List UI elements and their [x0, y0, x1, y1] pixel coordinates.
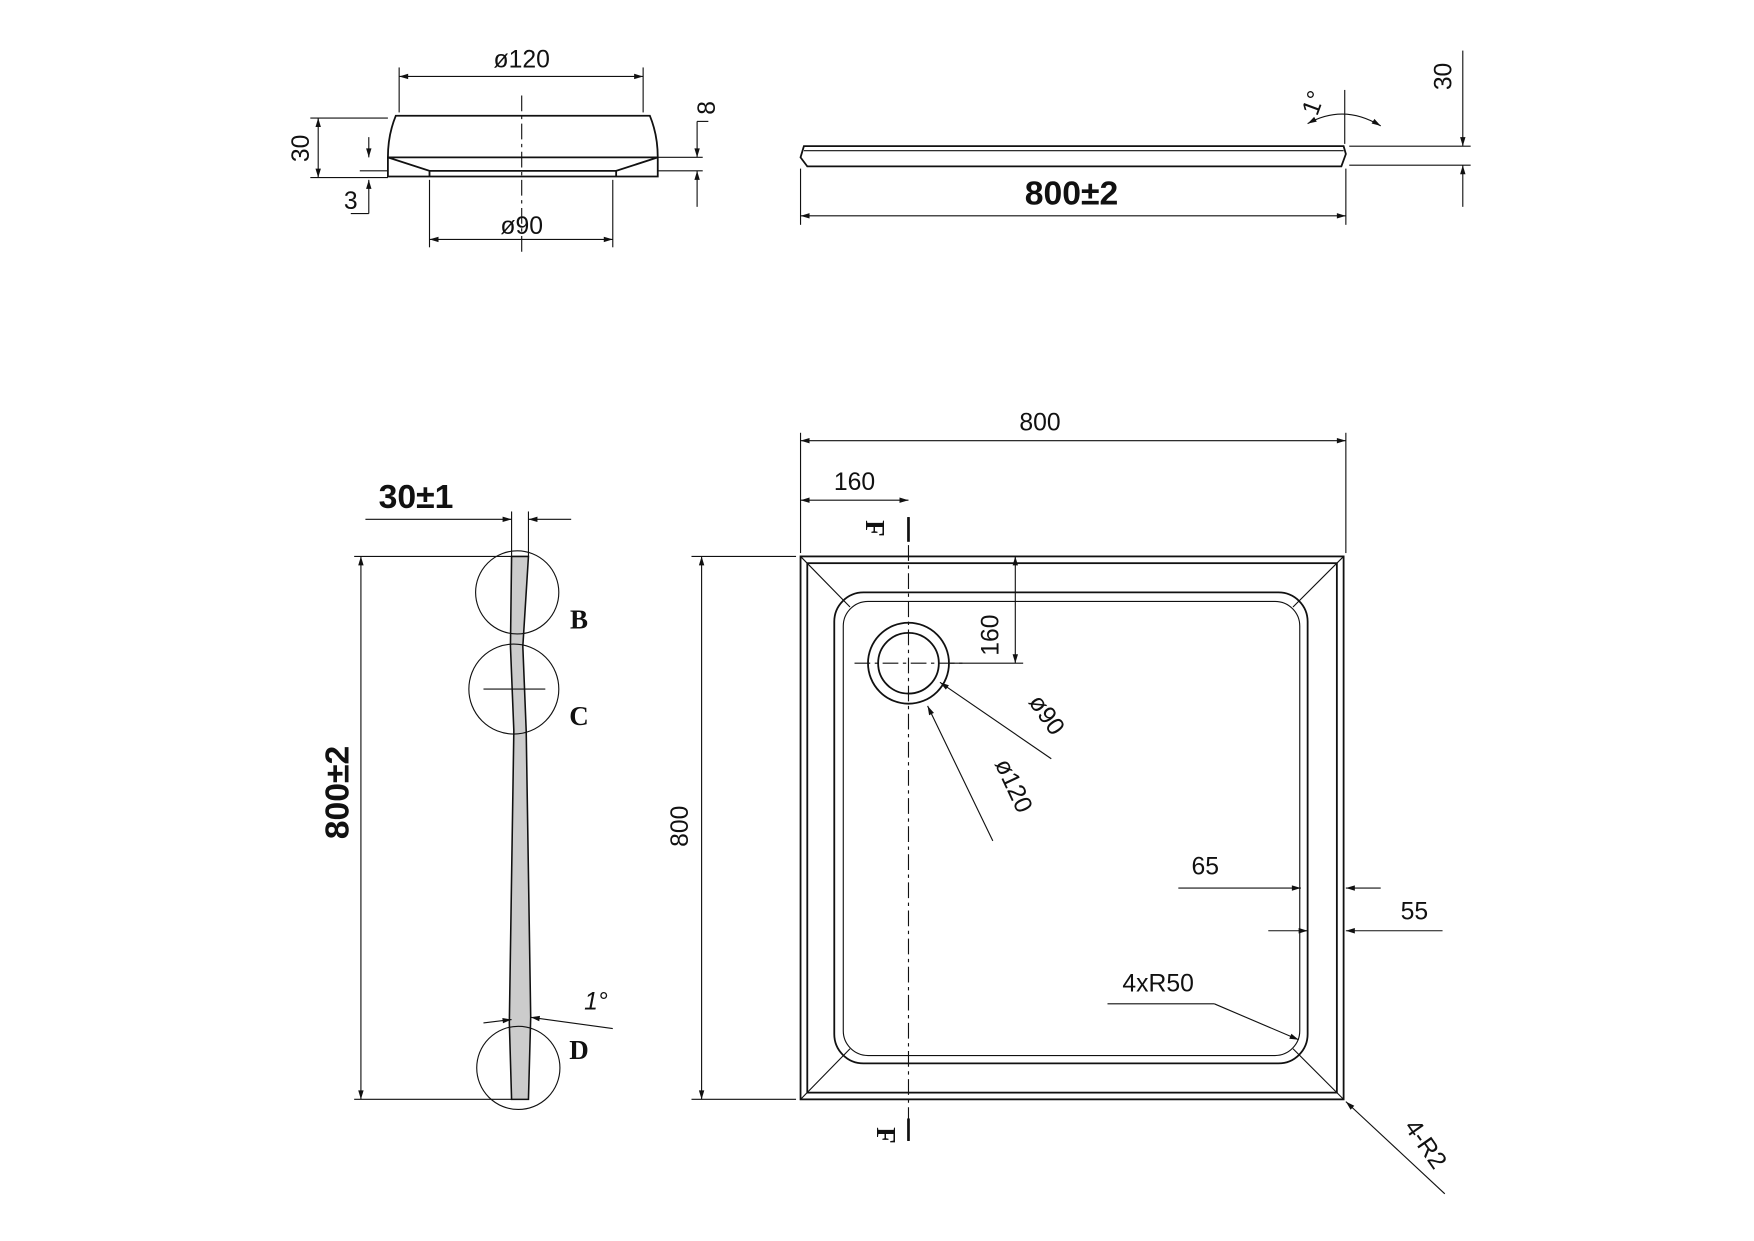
drain-top-diameter-label: ø120 — [494, 46, 550, 73]
drain-step-label: 3 — [344, 188, 358, 215]
section-thickness-label: 30±1 — [379, 478, 454, 516]
rim-outer-label: 55 — [1401, 899, 1429, 926]
rim-inner-label: 65 — [1192, 854, 1220, 881]
drain-lip-label: 8 — [694, 101, 721, 115]
section-mark-top: F — [860, 520, 890, 536]
drain-bottom-diameter-label: ø90 — [500, 213, 543, 240]
outer-radius-label: 4-R2 — [1399, 1115, 1452, 1174]
tray-plan-view: F F 800 160 800 160 ø90 ø120 65 55 4xR50… — [667, 410, 1452, 1195]
section-length-label: 800±2 — [319, 746, 357, 840]
drain-outer-diameter-label: ø120 — [989, 755, 1037, 817]
detail-c-label: C — [569, 701, 588, 731]
section-mark-bottom: F — [871, 1127, 901, 1143]
plan-height-label: 800 — [667, 806, 694, 847]
side-length-label: 800±2 — [1025, 175, 1119, 213]
inner-radius-label: 4xR50 — [1122, 970, 1193, 997]
tray-section-view: B C D 30±1 800±2 1° — [319, 478, 613, 1111]
drain-height-label: 30 — [288, 135, 315, 162]
side-height-label: 30 — [1431, 63, 1458, 90]
detail-b-label: B — [570, 604, 588, 634]
plan-width-label: 800 — [1019, 410, 1060, 437]
tray-side-view: 800±2 30 1° — [799, 50, 1471, 225]
section-angle-label: 1° — [584, 988, 608, 1015]
drain-inner-diameter-label: ø90 — [1023, 690, 1070, 740]
drain-y-offset-label: 160 — [977, 614, 1004, 655]
detail-d-label: D — [569, 1035, 588, 1065]
side-angle-label: 1° — [1297, 87, 1330, 118]
drain-x-offset-label: 160 — [834, 469, 875, 496]
drain-section-view: ø120 ø90 30 3 8 — [288, 46, 721, 257]
